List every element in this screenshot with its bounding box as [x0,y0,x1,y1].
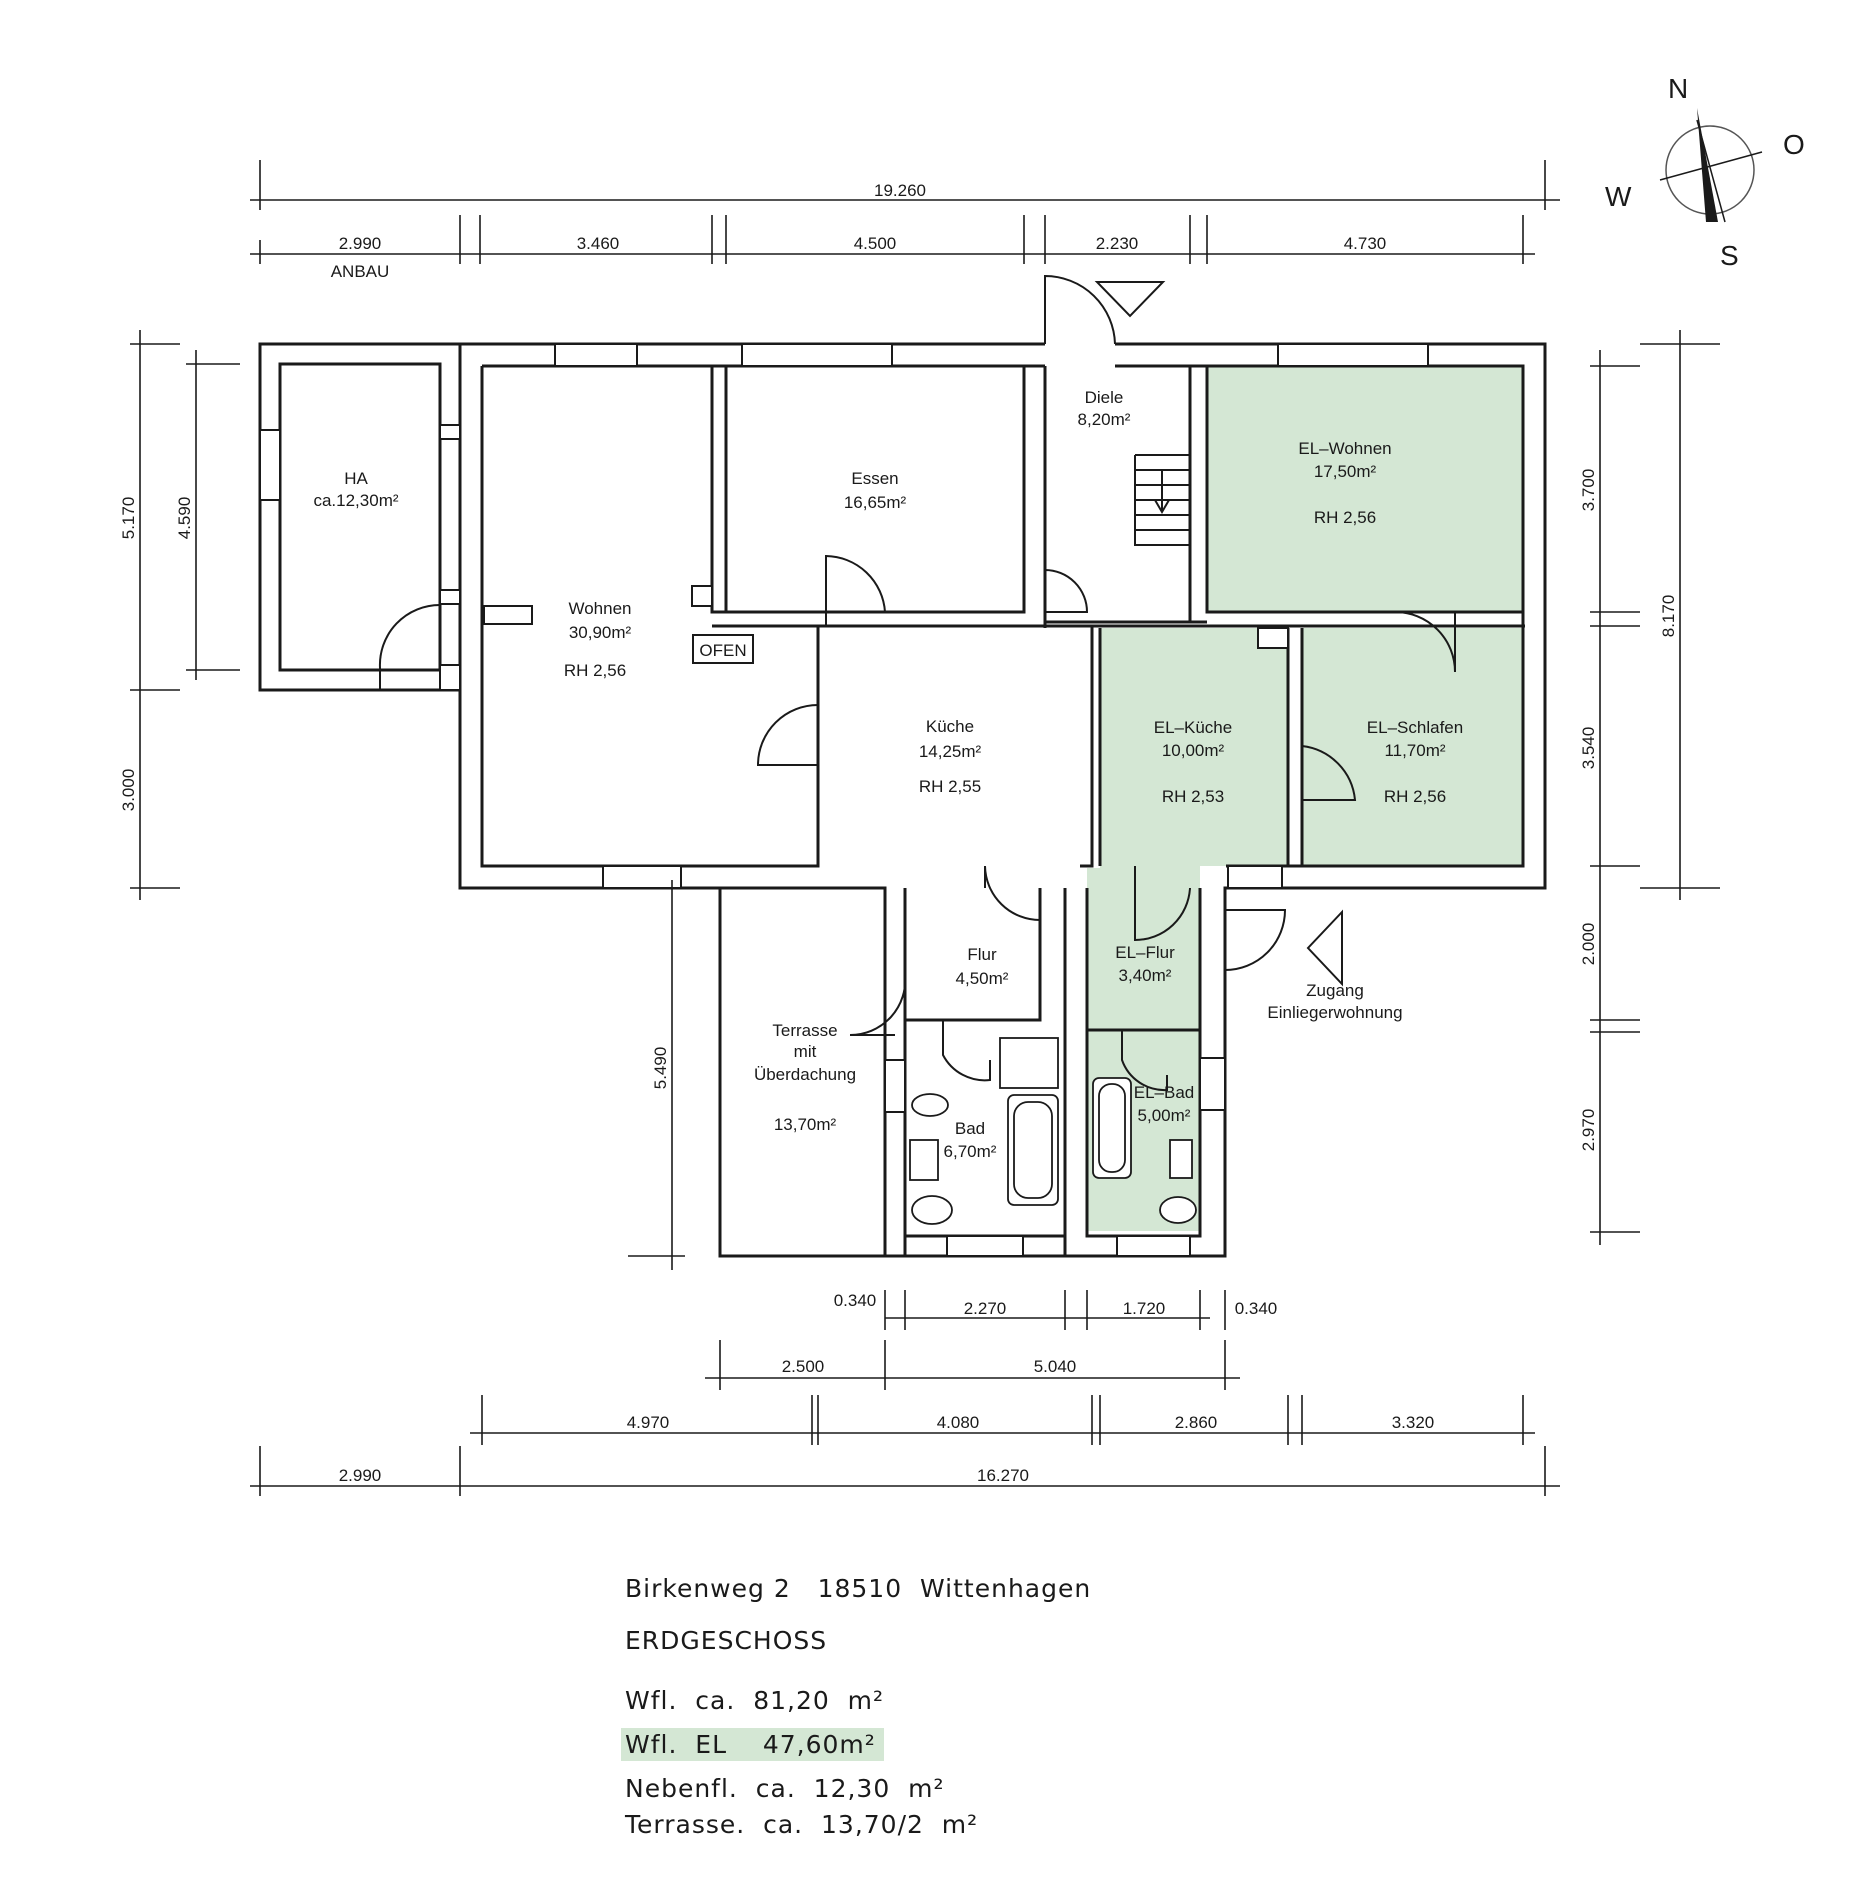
terrace-line2: mit [794,1042,817,1061]
terrasse-flaeche: Terrasse. ca. 13,70/2 m² [625,1810,979,1839]
dimension-lines [130,160,1720,1496]
dim-b1-3: 1.720 [1123,1299,1166,1318]
room-el-schlafen-area: 11,70m² [1384,741,1445,760]
compass-n: N [1668,73,1688,104]
dim-b2-1: 2.500 [782,1357,825,1376]
room-wohnen-area: 30,90m² [569,623,632,642]
dim-terrace-depth: 5.490 [651,1047,670,1090]
room-el-flur-area: 3,40m² [1119,966,1172,985]
room-el-bad-name: EL–Bad [1134,1083,1195,1102]
room-el-bad-area: 5,00m² [1138,1106,1191,1125]
dim-top-total: 19.260 [874,181,926,200]
room-wohnen-name: Wohnen [568,599,631,618]
dim-b3-4: 3.320 [1392,1413,1435,1432]
room-el-wohnen-rh: RH 2,56 [1314,508,1376,527]
room-essen-name: Essen [851,469,898,488]
room-wohnen-rh: RH 2,56 [564,661,626,680]
compass-w: W [1605,181,1632,212]
windows [259,343,1429,1257]
room-el-kueche-rh: RH 2,53 [1162,787,1224,806]
room-ha-name: HA [344,469,368,488]
room-diele-name: Diele [1085,388,1124,407]
room-flur-name: Flur [967,945,997,964]
floor-name: ERDGESCHOSS [625,1626,828,1655]
terrace-line3: Überdachung [754,1065,856,1084]
room-kueche-rh: RH 2,55 [919,777,981,796]
dim-right-4: 2.970 [1579,1109,1598,1152]
room-bad-name: Bad [955,1119,985,1138]
room-el-schlafen-rh: RH 2,56 [1384,787,1446,806]
dim-right-2: 3.540 [1579,727,1598,770]
compass-o: O [1783,129,1805,160]
terrace-line1: Terrasse [772,1021,837,1040]
room-ha-area: ca.12,30m² [313,491,398,510]
room-kueche-name: Küche [926,717,974,736]
entry-marker-zugang [1306,909,1343,987]
el-unit-highlight [1087,366,1523,1231]
doors [378,274,1456,1092]
dim-b1-2: 2.270 [964,1299,1007,1318]
terrace-area: 13,70m² [774,1115,837,1134]
fixtures [909,1037,1197,1225]
dim-left-2: 3.000 [119,769,138,812]
ofen-box [692,634,754,664]
room-kueche-area: 14,25m² [919,742,982,761]
room-labels: HA ca.12,30m² Essen 16,65m² Diele 8,20m²… [313,388,1463,1161]
room-essen-area: 16,65m² [844,493,907,512]
dim-left-inner: 4.590 [175,497,194,540]
dimension-labels: 19.260 2.990 3.460 4.500 2.230 4.730 ANB… [119,181,1678,1485]
room-flur-area: 4,50m² [956,969,1009,988]
room-el-flur-name: EL–Flur [1115,943,1175,962]
dim-right-outer: 8.170 [1659,595,1678,638]
compass-s: S [1720,240,1739,271]
dim-right-3: 2.000 [1579,923,1598,966]
wohnflaeche-el: Wfl. EL 47,60m² [621,1728,884,1761]
dim-b1-4: 0.340 [1235,1299,1278,1318]
dim-b2-2: 5.040 [1034,1357,1077,1376]
zugang-line2: Einliegerwohnung [1267,1003,1402,1022]
dim-anbau: ANBAU [331,262,390,281]
address: Birkenweg 2 18510 Wittenhagen [625,1574,1092,1603]
dim-top-4: 2.230 [1096,234,1139,253]
dim-top-3: 4.500 [854,234,897,253]
dim-top-5: 4.730 [1344,234,1387,253]
room-diele-area: 8,20m² [1078,410,1131,429]
wohnflaeche: Wfl. ca. 81,20 m² [625,1686,885,1715]
room-el-kueche-name: EL–Küche [1154,718,1232,737]
room-el-schlafen-name: EL–Schlafen [1367,718,1463,737]
dim-left-1: 5.170 [119,497,138,540]
dim-top-2: 3.460 [577,234,620,253]
dim-b3-1: 4.970 [627,1413,670,1432]
dim-b4-2: 16.270 [977,1466,1029,1485]
compass-rose: N O S W [1605,73,1805,271]
dim-top-1: 2.990 [339,234,382,253]
dim-b1-1: 0.340 [834,1291,877,1310]
zugang-line1: Zugang [1306,981,1364,1000]
walls [258,342,1547,1258]
ofen-label: OFEN [699,641,746,660]
room-bad-area: 6,70m² [944,1142,997,1161]
room-el-wohnen-area: 17,50m² [1314,462,1377,481]
entry-marker-top [1094,281,1166,318]
room-el-wohnen-name: EL–Wohnen [1298,439,1391,458]
dim-b4-1: 2.990 [339,1466,382,1485]
dim-b3-2: 4.080 [937,1413,980,1432]
dim-b3-3: 2.860 [1175,1413,1218,1432]
room-el-kueche-area: 10,00m² [1162,741,1225,760]
dim-right-1: 3.700 [1579,469,1598,512]
nebenflaeche: Nebenfl. ca. 12,30 m² [625,1774,945,1803]
